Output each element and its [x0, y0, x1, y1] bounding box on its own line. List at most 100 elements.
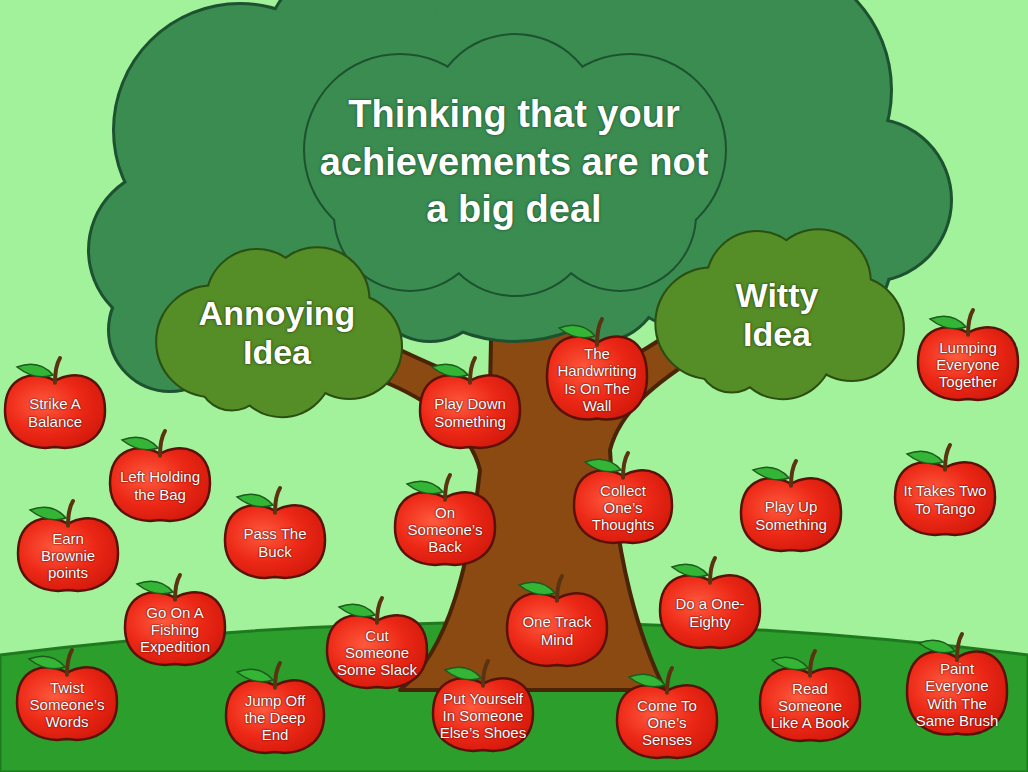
apple-leaf: [559, 325, 595, 337]
apple-body: [18, 518, 118, 591]
apple-leaf: [629, 674, 665, 686]
idea-cloud: Annoying Idea: [152, 250, 402, 416]
apple: Put Yourself In Someone Else’s Shoes: [430, 660, 536, 757]
apple: Paint Everyone With The Same Brush: [904, 633, 1010, 741]
apple-body: [507, 593, 607, 666]
idea-label: Witty Idea: [702, 276, 852, 354]
apple-stem: [957, 634, 962, 660]
apple-stem: [470, 358, 475, 383]
canopy-outline: [90, 0, 950, 390]
apple-stem: [557, 576, 562, 601]
apple-leaf: [585, 459, 621, 471]
title-cloud-outline: [305, 35, 725, 295]
apple-label: Play Up Something: [747, 498, 835, 533]
apple-body: [395, 492, 495, 565]
apple: Twist Someone’s Words: [14, 649, 120, 746]
apple-body: [918, 327, 1018, 400]
apple-label: Cut Someone Some Slack: [333, 627, 421, 679]
apple-label: Lumping Everyone Together: [924, 339, 1012, 391]
apple-leaf: [122, 437, 158, 449]
title-cloud: [305, 35, 725, 295]
apple-body: [420, 375, 520, 448]
apple: Do a One-Eighty: [657, 557, 763, 654]
apple-label: Play Down Something: [426, 395, 514, 430]
apple: Read Someone Like A Book: [757, 650, 863, 747]
apple-leaf: [237, 669, 273, 681]
apple-leaf: [919, 640, 955, 652]
apple-body: [433, 678, 533, 751]
cloud-lobe: [675, 258, 879, 378]
apple-body: [660, 575, 760, 648]
apple-stem: [710, 558, 715, 583]
apple-body: [760, 668, 860, 741]
apple: Play Up Something: [738, 460, 844, 557]
apple-leaf: [445, 667, 481, 679]
idea-cloud: Witty Idea: [650, 232, 905, 398]
apple-body: [895, 462, 995, 535]
idea-label: Annoying Idea: [182, 294, 372, 372]
apple-stem: [67, 650, 72, 675]
apple-label: Collect One’s Thoughts: [581, 482, 665, 534]
apple-body: [225, 505, 325, 578]
cloud-fill: [157, 248, 401, 416]
apple-body: [907, 652, 1007, 735]
apple-leaf: [137, 581, 173, 593]
apple-leaf: [30, 507, 66, 519]
apple-leaf: [930, 316, 966, 328]
apple: Strike A Balance: [2, 357, 108, 454]
apple-leaf: [17, 364, 53, 376]
apple-leaf: [519, 582, 555, 594]
apple-leaf: [907, 451, 943, 463]
apple-stem: [275, 663, 280, 688]
apple-leaf: [672, 564, 708, 576]
apple: Play Down Something: [417, 357, 523, 454]
apple-label: It Takes Two To Tango: [901, 482, 989, 517]
cloud-fill: [656, 230, 903, 398]
apple-body: [17, 667, 117, 740]
apple-label: Go On A Fishing Expedition: [131, 604, 219, 656]
cloud-outline: [157, 248, 401, 416]
apple-leaf: [753, 467, 789, 479]
apple-label: Paint Everyone With The Same Brush: [913, 660, 1001, 729]
apple-stem: [377, 598, 382, 623]
cloud-lobe: [177, 276, 377, 396]
apple-label: Come To One’s Senses: [623, 697, 711, 749]
apple-stem: [810, 651, 815, 676]
apple-label: On Someone’s Back: [401, 504, 489, 556]
apple: Jump Off the Deep End: [223, 662, 327, 759]
apple-stem: [445, 475, 450, 500]
apple-stem: [623, 453, 628, 478]
apple-body: [547, 337, 647, 420]
apple: It Takes Two To Tango: [892, 444, 998, 541]
apple-label: Strike A Balance: [11, 395, 99, 430]
apple-label: Do a One-Eighty: [666, 595, 754, 630]
apple-label: Pass The Buck: [231, 525, 319, 560]
apple-stem: [597, 319, 602, 345]
apple-stem: [483, 661, 488, 686]
apple: The Handwriting Is On The Wall: [544, 318, 650, 426]
apple-label: Put Yourself In Someone Else’s Shoes: [439, 690, 527, 742]
apple: On Someone’s Back: [392, 474, 498, 571]
apple-leaf: [407, 481, 443, 493]
apple-leaf: [29, 656, 65, 668]
apple-label: Read Someone Like A Book: [766, 680, 854, 732]
apple-stem: [791, 461, 796, 486]
tree-trunk: [380, 290, 700, 690]
apple-leaf: [432, 364, 468, 376]
apple-body: [574, 470, 672, 543]
apple: One Track Mind: [504, 575, 610, 672]
apple: Collect One’s Thoughts: [571, 452, 675, 549]
apple: Cut Someone Some Slack: [324, 597, 430, 694]
apple-body: [617, 685, 717, 758]
apple-leaf: [772, 657, 808, 669]
apple: Go On A Fishing Expedition: [122, 574, 228, 671]
apple-stem: [160, 431, 165, 456]
apple-stem: [667, 668, 672, 693]
apple-stem: [968, 310, 973, 335]
apple-label: One Track Mind: [513, 613, 601, 648]
apple: Come To One’s Senses: [614, 667, 720, 764]
apple-stem: [175, 575, 180, 600]
cloud-outline: [656, 230, 903, 398]
